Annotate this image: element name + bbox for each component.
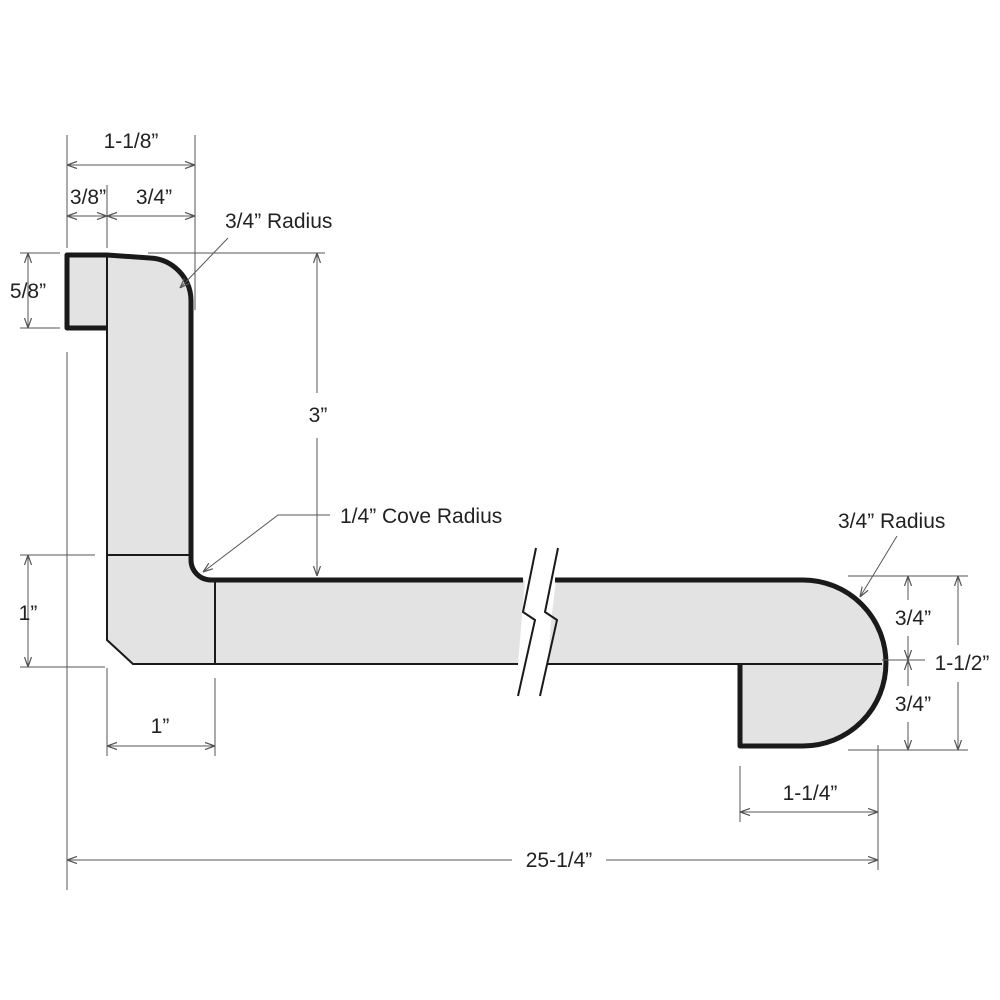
- label-left-lip-width: 3/8”: [70, 186, 106, 209]
- callout-cove-radius: 1/4” Cove Radius: [340, 505, 502, 528]
- leader-top-radius: [180, 237, 229, 288]
- break-mark-left: [517, 547, 537, 697]
- label-nose-total: 1-1/2”: [935, 652, 990, 675]
- profile-outline-right: [555, 577, 889, 749]
- profile-left-section: [67, 255, 525, 664]
- label-riser-height: 3”: [309, 404, 328, 427]
- label-riser-width: 3/4”: [136, 186, 172, 209]
- riser-back-edge: [106, 255, 518, 665]
- leader-cove-radius: [203, 514, 330, 572]
- profile-shape: [64, 252, 889, 749]
- label-left-lip-height: 5/8”: [10, 280, 46, 303]
- callout-leaders: [180, 237, 898, 597]
- leader-nose-radius: [860, 535, 898, 597]
- label-base-height: 1”: [19, 602, 38, 625]
- callout-nose-radius: 3/4” Radius: [838, 510, 945, 533]
- callout-labels: 3/4” Radius 1/4” Cove Radius 3/4” Radius: [225, 210, 945, 533]
- callout-top-radius: 3/4” Radius: [225, 210, 332, 233]
- label-top-overall-width: 1-1/8”: [104, 130, 159, 153]
- label-nose-lower: 3/4”: [895, 693, 931, 716]
- label-nose-upper: 3/4”: [895, 607, 931, 630]
- label-overall-length: 25-1/4”: [526, 849, 593, 872]
- break-mark-right: [539, 547, 559, 697]
- profile-outline-left: [64, 252, 523, 583]
- dimension-lines: [28, 165, 958, 860]
- label-base-width: 1”: [151, 715, 170, 738]
- dimension-labels: 1-1/8” 3/8” 3/4” 5/8” 3” 1” 1” 3/4” 3/4”…: [10, 130, 990, 872]
- label-nose-return: 1-1/4”: [783, 782, 838, 805]
